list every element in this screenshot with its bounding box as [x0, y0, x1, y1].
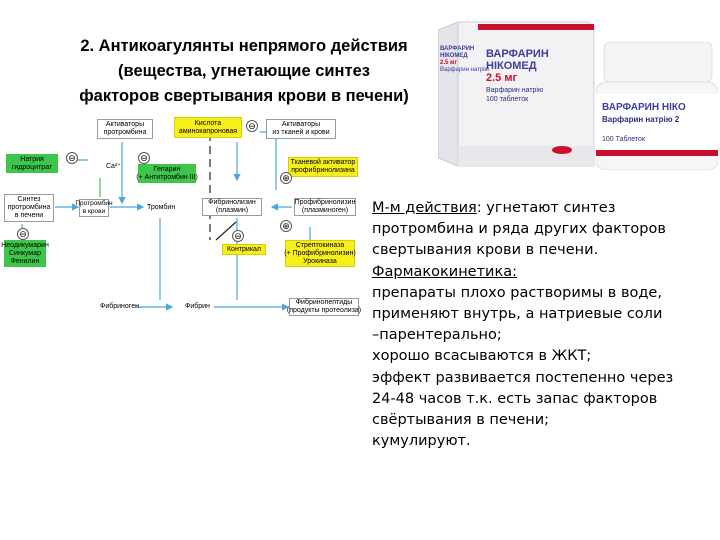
label: в крови: [82, 208, 106, 215]
desc-line-6: применяют внутрь, а натриевые соли: [372, 306, 663, 323]
desc-line-12: кумулируют.: [372, 433, 471, 450]
title-line-3: факторов свертывания крови в печени): [79, 87, 409, 105]
label: Фибринопептиды: [295, 299, 353, 306]
title-line-1: 2. Антикоагулянты непрямого действия: [80, 37, 408, 55]
box-fibrinolysin: Фибринолизин (плазмин): [202, 198, 262, 216]
label: (плазминоген): [301, 207, 349, 214]
side-name-2: НІКОМЕД: [440, 53, 468, 59]
label: Урокиназа: [303, 257, 337, 265]
box-tissue-activator: Тканевой активатор профибринолизина: [288, 157, 358, 177]
box-substance: Варфарин натрію: [486, 87, 544, 94]
label: Гепарин: [153, 165, 181, 173]
label: (плазмин): [215, 207, 249, 214]
mechanism-line: М-м действия: угнетают синтез: [372, 198, 718, 219]
box-count: 100 таблеток: [486, 96, 529, 103]
label: Фенилин: [10, 257, 40, 265]
box-aminocaproic-acid: Кислота аминокапроновая: [174, 117, 242, 138]
box-synthesis-prothrombin: Синтез протромбина в печени: [4, 194, 54, 222]
label: Синтез: [17, 196, 41, 203]
desc-line-2: протромбина и ряда других факторов: [372, 221, 666, 238]
minus-sign-icon: ⊖: [138, 152, 150, 164]
side-name-1: ВАРФАРИН: [440, 46, 475, 52]
pharmacokinetics-label: Фармакокинетика:: [372, 263, 518, 280]
box-contrical: Контрикал: [222, 244, 266, 255]
label: Кислота: [194, 119, 222, 127]
label: Активаторы: [281, 121, 321, 128]
box-dose: 2.5 мг: [486, 72, 518, 84]
box-coumarin-drugs: Неодикумарин Синкумар Фенилин: [1, 240, 49, 267]
label: Протромбин: [75, 200, 113, 207]
label: (продукты протеолиза): [286, 307, 362, 314]
desc-line-10: 24-48 часов т.к. есть запас факторов: [372, 390, 658, 407]
desc-line-7: –парентерально;: [372, 327, 502, 344]
label: Синкумар: [9, 249, 41, 257]
label: (+ Профибринолизин): [284, 249, 356, 257]
label: протромбина: [7, 204, 51, 211]
label: из тканей и крови: [272, 129, 330, 136]
label: Стрептокиназа: [295, 241, 345, 249]
plus-sign-icon: ⊕: [280, 220, 292, 232]
label: Неодикумарин: [1, 241, 49, 249]
minus-sign-icon: ⊖: [232, 230, 244, 242]
description-text: М-м действия: угнетают синтез протромбин…: [372, 198, 718, 452]
slide-title: 2. Антикоагулянты непрямого действия (ве…: [0, 34, 488, 109]
side-dose: 2.5 мг: [440, 60, 457, 66]
label: Фибринолизин: [208, 199, 256, 206]
desc-line-8: хорошо всасываются в ЖКТ;: [372, 348, 592, 365]
box-profibrinolysin: Профибринолизин (плазминоген): [294, 198, 356, 216]
plus-sign-icon: ⊕: [280, 172, 292, 184]
label: профибринолизина: [291, 167, 355, 174]
box-name-1: ВАРФАРИН: [486, 48, 549, 60]
title-line-2: (вещества, угнетающие синтез: [118, 62, 370, 80]
bottle-substance: Варфарин натрію 2: [602, 115, 680, 124]
box-prothrombin-blood: Протромбин в крови: [75, 199, 113, 217]
label: Профибринолизин: [294, 199, 356, 206]
label: Натрия: [20, 155, 44, 163]
side-substance: Варфарин натрію: [440, 67, 490, 73]
warfarin-bottle-image: ВАРФАРИН НІКО Варфарин натрію 2 100 Табл…: [595, 41, 719, 171]
fibrin-label: Фибрин: [185, 303, 210, 310]
label: в печени: [14, 212, 44, 219]
mechanism-text: : угнетают синтез: [476, 200, 616, 216]
fibrinogen-label: Фибриноген: [100, 303, 139, 310]
desc-line-9: эффект развивается постепенно через: [372, 369, 674, 386]
box-heparin: Гепарин (+ Антитромбин III): [136, 164, 198, 183]
desc-line-5: препараты плохо растворимы в воде,: [372, 284, 662, 301]
box-activators-prothrombin: Активаторы протромбина: [97, 119, 153, 139]
label: Активаторы: [105, 121, 145, 128]
label: аминокапроновая: [178, 127, 238, 135]
bottle-name: ВАРФАРИН НІКО: [602, 102, 686, 113]
mechanism-label: М-м действия: [372, 200, 477, 216]
calcium-label: Ca²⁺: [106, 163, 121, 170]
label: протромбина: [103, 129, 147, 136]
warfarin-box-image: ВАРФАРИН НІКОМЕД 2.5 мг Варфарин натрію …: [437, 18, 596, 168]
box-activators-tissue: Активаторы из тканей и крови: [266, 119, 336, 139]
minus-sign-icon: ⊖: [66, 152, 78, 164]
coagulation-diagram: Активаторы протромбина Кислота аминокапр…: [0, 100, 370, 330]
minus-sign-icon: ⊖: [17, 228, 29, 240]
label: Тканевой активатор: [290, 159, 356, 166]
box-streptokinase: Стрептокиназа (+ Профибринолизин) Урокин…: [284, 240, 356, 267]
warfarin-box-shape: [437, 21, 595, 167]
thrombin-label: Тромбин: [147, 204, 176, 211]
box-name-2: НІКОМЕД: [486, 60, 537, 72]
label: Контрикал: [226, 245, 262, 253]
label: (+ Антитромбин III): [136, 173, 198, 181]
box-fibrinopeptides: Фибринопептиды (продукты протеолиза): [286, 298, 362, 316]
bottle-count: 100 Таблеток: [602, 136, 646, 143]
label: гидроцитрат: [11, 163, 53, 171]
warfarin-bottle-shape: [595, 41, 719, 171]
minus-sign-icon: ⊖: [246, 120, 258, 132]
desc-line-11: свёртывания в печени;: [372, 412, 550, 429]
box-sodium-citrate: Натрия гидроцитрат: [6, 154, 58, 173]
desc-line-3: свертывания крови в печени.: [372, 242, 599, 259]
